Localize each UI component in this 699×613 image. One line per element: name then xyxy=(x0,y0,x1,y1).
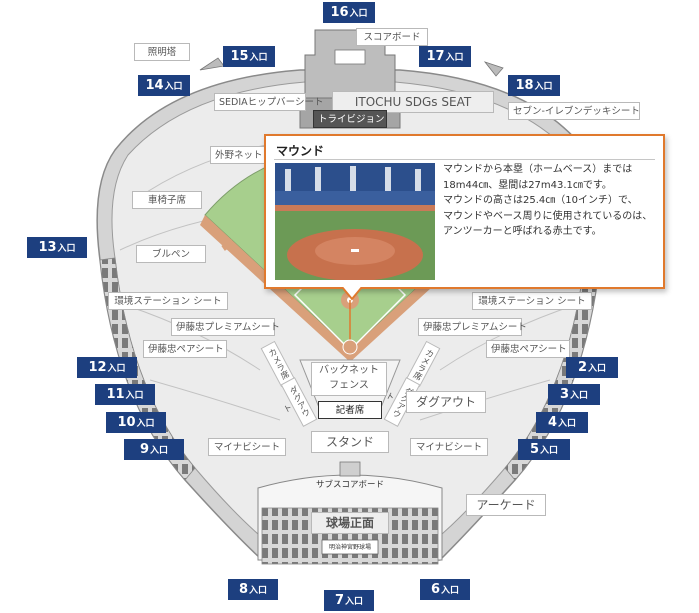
mound-photo xyxy=(275,163,435,280)
eco-station-seat-right-label: 環境ステーション シート xyxy=(472,292,592,310)
gate-2[interactable]: 2入口 xyxy=(566,357,618,378)
lighting-tower-label: 照明塔 xyxy=(134,43,190,61)
trivision-label: トライビジョン xyxy=(313,110,387,128)
popup-line: マウンドから本塁（ホームベース）までは xyxy=(443,164,633,175)
itochu-sdgs-seat-label: ITOCHU SDGs SEAT xyxy=(332,91,494,113)
gate-8[interactable]: 8入口 xyxy=(228,579,278,600)
outfield-net-label: 外野ネット xyxy=(210,146,266,164)
bullpen-label: ブルペン xyxy=(136,245,206,263)
stand-label: スタンド xyxy=(311,431,389,453)
gate-14[interactable]: 14入口 xyxy=(138,75,190,96)
premium-seat-left-label: 伊藤忠プレミアムシート xyxy=(171,318,280,336)
popup-title: マウンド xyxy=(276,144,325,158)
gate-11[interactable]: 11入口 xyxy=(95,384,155,405)
left-facade xyxy=(99,257,196,481)
gate-10[interactable]: 10入口 xyxy=(106,412,166,433)
seven-eleven-deck-label: セブン-イレブンデッキシート xyxy=(508,102,640,120)
sub-scoreboard-label: サブスコアボード xyxy=(315,480,384,490)
popup-line: マウンドやベース周りに使用されているのは、 xyxy=(443,210,653,222)
light-tower-left xyxy=(199,57,225,71)
scoreboard-label: スコアボード xyxy=(356,28,428,46)
gate-12[interactable]: 12入口 xyxy=(77,357,137,378)
sub-scoreboard xyxy=(339,461,361,477)
gate-5[interactable]: 5入口 xyxy=(518,439,570,460)
gate-6[interactable]: 6入口 xyxy=(420,579,470,600)
press-box-label: 記者席 xyxy=(318,401,382,419)
popup-line: マウンドの高さは25.4㎝（10インチ）で、 xyxy=(443,195,638,206)
gate-18[interactable]: 18入口 xyxy=(508,75,560,96)
gate-9[interactable]: 9入口 xyxy=(124,439,184,460)
gate-4[interactable]: 4入口 xyxy=(536,412,588,433)
stadium-front-label: 球場正面 xyxy=(311,512,389,534)
popup-line: アンツーカーと呼ばれる赤土です。 xyxy=(443,226,602,237)
gate-16[interactable]: 16入口 xyxy=(323,2,375,23)
dugout-label: ダグアウト xyxy=(406,391,486,413)
pair-seat-left-label: 伊藤忠ペアシート xyxy=(143,340,227,358)
right-facade xyxy=(504,257,601,481)
popup-pointer xyxy=(341,287,363,301)
mynavi-seat-left-label: マイナビシート xyxy=(208,438,286,456)
light-tower-right xyxy=(483,61,504,77)
building-sign-box xyxy=(321,539,379,555)
premium-seat-right-label: 伊藤忠プレミアムシート xyxy=(418,318,527,336)
building-sign-label: 明治神宮野球場 xyxy=(328,544,371,551)
mynavi-seat-right-label: マイナビシート xyxy=(410,438,488,456)
mound-info-popup: マウンド マウンドから本塁（ホームベース）までは 18m44㎝、塁間は27m43… xyxy=(264,134,665,289)
gate-17[interactable]: 17入口 xyxy=(419,46,471,67)
sedia-seat-label: SEDIAヒップバーシート xyxy=(214,93,323,111)
gate-7[interactable]: 7入口 xyxy=(324,590,374,611)
wheelchair-seat-label: 車椅子席 xyxy=(132,191,202,209)
pair-seat-right-label: 伊藤忠ペアシート xyxy=(486,340,570,358)
arcade-label: アーケード xyxy=(466,494,546,516)
popup-divider xyxy=(274,159,655,160)
backnet-fence-label: バックネット フェンス xyxy=(311,362,387,396)
popup-line: 18m44㎝、塁間は27m43.1㎝です。 xyxy=(443,179,612,191)
eco-station-seat-left-label: 環境ステーション シート xyxy=(108,292,228,310)
gate-15[interactable]: 15入口 xyxy=(223,46,275,67)
gate-13[interactable]: 13入口 xyxy=(27,237,87,258)
popup-description: マウンドから本塁（ホームベース）までは 18m44㎝、塁間は27m43.1㎝です… xyxy=(443,162,658,240)
gate-3[interactable]: 3入口 xyxy=(548,384,600,405)
